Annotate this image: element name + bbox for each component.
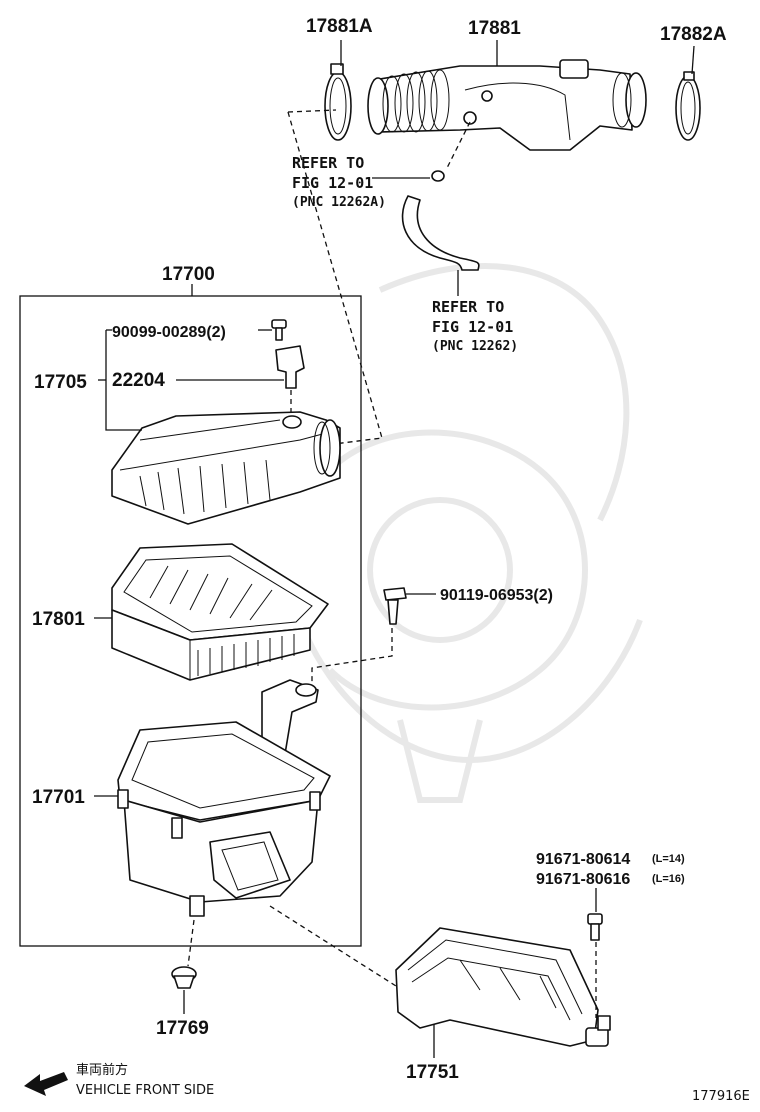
cover-ribs bbox=[139, 459, 271, 515]
cleaner-cover-17705 bbox=[111, 411, 341, 525]
figure-id: 177916E bbox=[692, 1089, 750, 1104]
label-90119: 90119-06953(2) bbox=[440, 587, 553, 604]
grommet-17769 bbox=[171, 966, 197, 989]
refer1-line2: FIG 12-01 bbox=[292, 174, 373, 192]
bolt-91671 bbox=[587, 913, 603, 941]
label-17701: 17701 bbox=[32, 787, 85, 808]
watermark bbox=[297, 263, 643, 803]
label-91671-a: 91671-80614 bbox=[536, 851, 630, 868]
refer2-line1: REFER TO bbox=[432, 298, 504, 316]
vehicle-front-en: VEHICLE FRONT SIDE bbox=[76, 1083, 214, 1098]
label-17700: 17700 bbox=[162, 264, 215, 285]
label-22204: 22204 bbox=[112, 370, 165, 391]
bellows-ribs bbox=[382, 69, 450, 133]
bolt-90119 bbox=[383, 587, 407, 625]
sensor-22204 bbox=[275, 345, 305, 389]
refer1-line1: REFER TO bbox=[292, 154, 364, 172]
filter-pleats bbox=[149, 565, 295, 676]
intake-hose-assembly bbox=[324, 59, 701, 151]
label-17881: 17881 bbox=[468, 18, 521, 39]
label-91671-a-length: (L=14) bbox=[652, 853, 685, 865]
label-17769: 17769 bbox=[156, 1018, 209, 1039]
refer2-line2: FIG 12-01 bbox=[432, 318, 513, 336]
cleaner-case-17701 bbox=[117, 679, 331, 917]
clamp-17882a bbox=[675, 75, 701, 141]
refer2-line3: (PNC 12262) bbox=[432, 339, 518, 354]
breather-hose bbox=[401, 195, 480, 271]
label-17881a: 17881A bbox=[306, 16, 373, 37]
assembly-box-17700 bbox=[19, 295, 362, 947]
clamp-17881a bbox=[324, 71, 352, 141]
label-17882a: 17882A bbox=[660, 24, 727, 45]
label-91671-b-length: (L=16) bbox=[652, 873, 685, 885]
clamp-17881a-screw bbox=[330, 63, 344, 75]
bolt-90099 bbox=[271, 319, 287, 341]
label-90099: 90099-00289(2) bbox=[112, 324, 226, 341]
label-17705: 17705 bbox=[34, 372, 87, 393]
label-91671-b: 91671-80616 bbox=[536, 871, 630, 888]
label-17801: 17801 bbox=[32, 609, 85, 630]
inlet-duct-17751 bbox=[395, 927, 611, 1047]
refer1-line3: (PNC 12262A) bbox=[292, 195, 386, 210]
hose-fitting bbox=[431, 170, 445, 182]
label-17751: 17751 bbox=[406, 1062, 459, 1083]
vehicle-front-jp: 車両前方 bbox=[76, 1062, 128, 1078]
vehicle-front-arrow-icon bbox=[24, 1072, 68, 1096]
intake-hose-17881 bbox=[373, 65, 633, 151]
air-filter-17801 bbox=[111, 543, 329, 681]
